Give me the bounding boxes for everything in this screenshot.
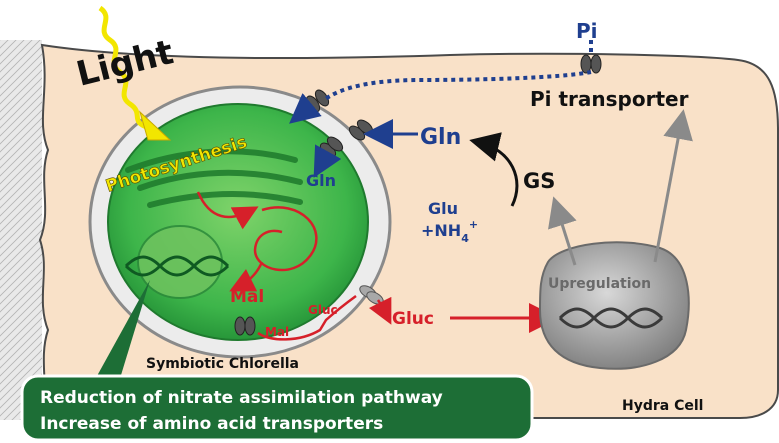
red-metabolic-cycle [196,191,318,292]
summary-line-1: Reduction of nitrate assimilation pathwa… [40,388,443,408]
summary-box [20,374,534,442]
upregulation-gs-arrow [548,196,577,266]
callout-pointer [92,280,150,385]
gs-reaction-arrow [469,132,519,207]
symbiotic-chlorella-label: Symbiotic Chlorella [146,356,299,372]
chlorella-nucleus [137,225,223,299]
transporter-pi-membrane [580,54,602,74]
glu-label: Glu [428,199,458,218]
nh4-label: +NH4+ [421,218,478,245]
gluc-small-label: Gluc [308,303,338,317]
pi-transport-arrow [322,40,593,102]
hydra-cell-label: Hydra Cell [622,398,703,414]
upregulation-pi-arrow [653,109,693,263]
pi-transporter-label: Pi transporter [530,87,689,111]
hydra-nucleus [538,241,690,370]
gluc-export-arrow [368,296,392,325]
gln-chlorella-label: Gln [306,171,336,190]
mal-small-label: Mal [265,325,289,339]
upregulation-label: Upregulation [548,276,651,292]
mesoglea-strip [0,40,42,420]
gs-label: GS [523,169,555,193]
hydra-dna-icon [558,307,664,329]
pi-arrow-head [289,93,322,124]
chlorella-dna-icon [124,255,230,277]
gln-arrow-into-chlorella [313,144,342,178]
pi-label: Pi [576,19,598,43]
mal-label: Mal [230,287,264,307]
transporter-mal-chlorella [234,316,256,336]
summary-line-2: Increase of amino acid transporters [40,414,383,434]
thylakoid-stripes [125,148,303,208]
mal-to-gluc-path [257,294,357,341]
gln-cytoplasm-label: Gln [420,125,461,150]
light-ray-icon [98,5,172,141]
gluc-label: Gluc [392,309,434,329]
